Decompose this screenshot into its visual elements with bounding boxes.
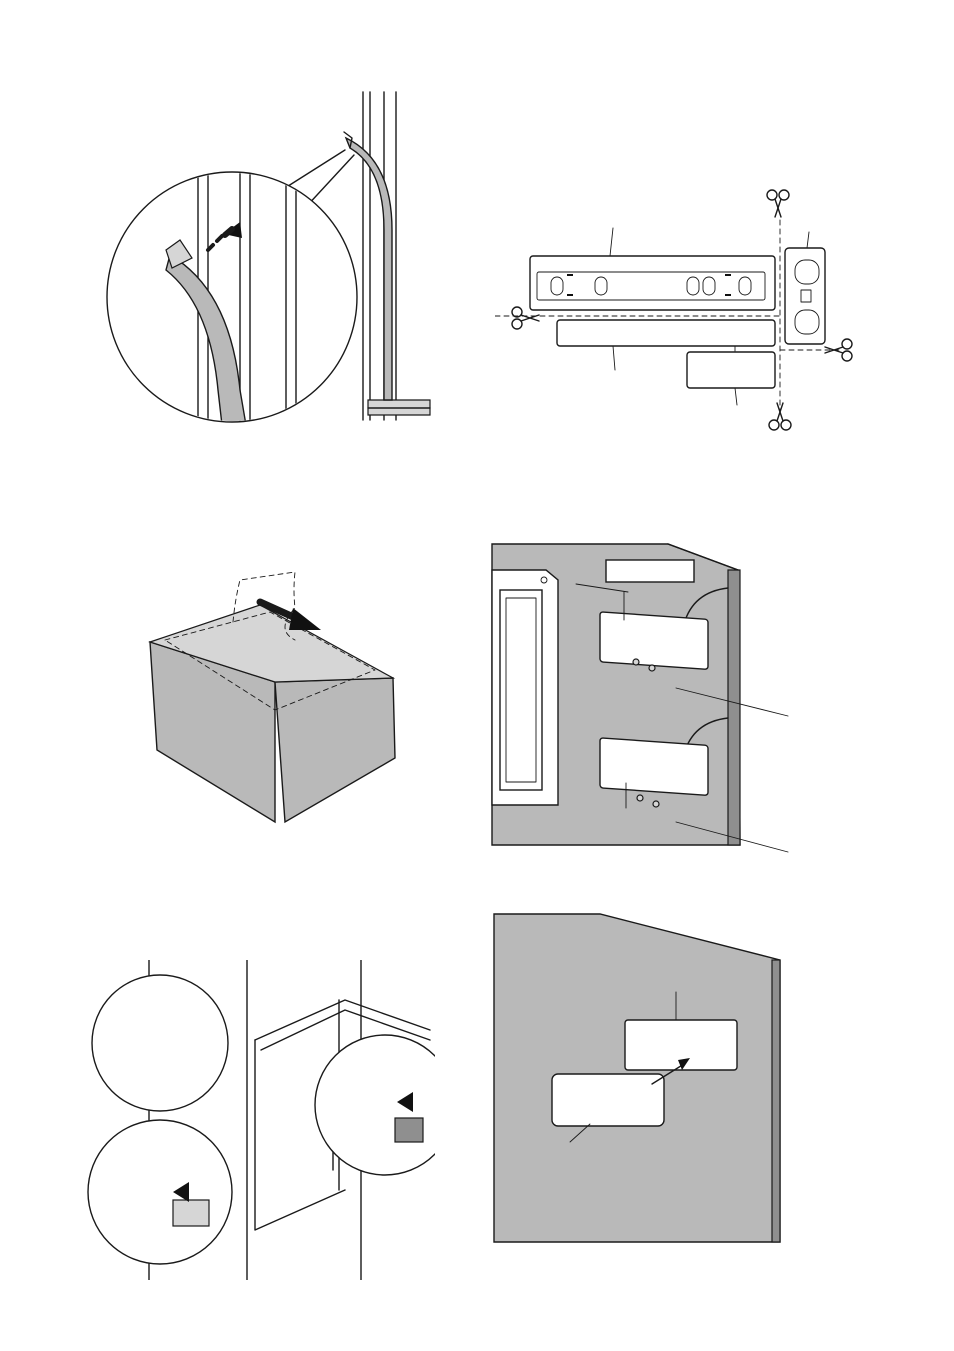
scissors-icon xyxy=(768,402,792,431)
hinge-cap-lower xyxy=(172,1199,210,1227)
arrow-icon xyxy=(173,1092,413,1202)
hinge-caps-figure xyxy=(85,960,435,1280)
bracket-lower xyxy=(599,737,709,796)
seal-strip-svg xyxy=(106,91,431,423)
arrow-icon xyxy=(256,598,321,630)
door-panel-bracket-figure xyxy=(490,910,785,1245)
door-panel-bracket-svg xyxy=(493,913,781,1243)
cut-template-svg xyxy=(495,189,853,431)
arrow-icon xyxy=(206,222,242,252)
bracket-upper xyxy=(599,611,709,670)
template-label xyxy=(551,1073,665,1127)
adhesive-block-figure xyxy=(145,560,405,825)
adhesive-block-svg xyxy=(148,571,396,824)
door-bracket-svg xyxy=(491,543,789,853)
magnify-lower xyxy=(87,1119,233,1265)
seal-strip xyxy=(344,136,393,401)
template-side-piece xyxy=(784,247,826,345)
hinge-caps-svg xyxy=(87,960,435,1280)
template-main-strip xyxy=(529,255,776,311)
magnify-circle xyxy=(106,171,358,423)
hinge-cap-right xyxy=(394,1117,424,1143)
scissors-icon xyxy=(511,306,540,330)
bracket xyxy=(624,1019,738,1071)
seal-strip-magnified xyxy=(165,253,247,421)
seal-strip-figure xyxy=(100,90,440,425)
door-bracket-figure xyxy=(488,540,808,860)
cut-template-figure xyxy=(495,180,875,440)
template-small-piece xyxy=(686,351,776,389)
scissors-icon xyxy=(766,189,790,218)
label-box xyxy=(605,559,695,583)
magnify-upper xyxy=(91,974,229,1112)
scissors-icon xyxy=(824,338,853,362)
template-lower-strip xyxy=(556,319,776,347)
